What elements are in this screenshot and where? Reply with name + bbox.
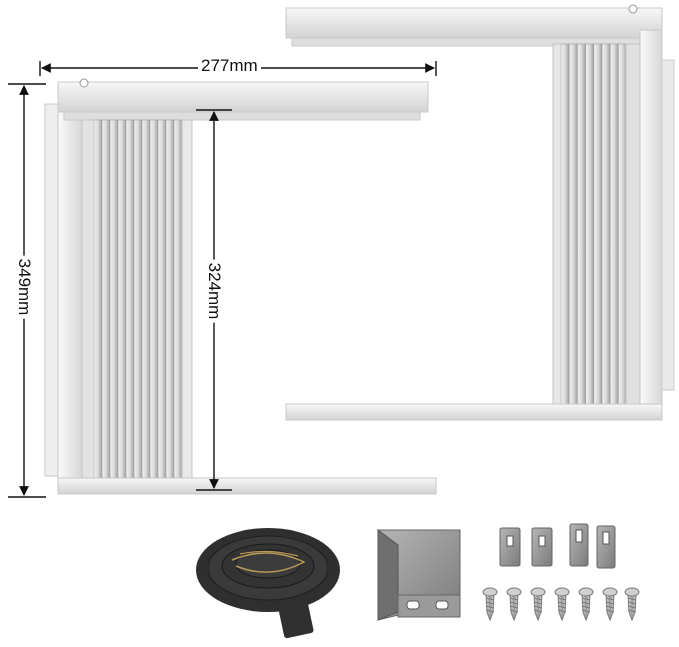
right-side-frame xyxy=(639,29,663,407)
pleat xyxy=(101,119,111,481)
pleat xyxy=(577,43,586,409)
pleat xyxy=(609,43,619,409)
screw-icon xyxy=(482,587,498,622)
pleat xyxy=(593,43,603,409)
inner-height-dimension-label: 324mm xyxy=(205,259,224,323)
left-top-rail xyxy=(57,81,429,113)
foam-seal-icon xyxy=(196,528,340,639)
right-top-rail xyxy=(285,7,663,39)
left-side-frame xyxy=(57,99,83,493)
pleat xyxy=(585,43,595,409)
right-bottom-rail xyxy=(285,403,663,421)
screw-icon xyxy=(624,587,640,622)
screw-icon xyxy=(506,587,522,622)
pleat xyxy=(173,119,183,481)
screw-icon xyxy=(554,587,570,622)
pleat xyxy=(109,119,119,481)
pleat xyxy=(125,119,135,481)
screw-icon xyxy=(602,587,618,622)
screw-icon xyxy=(530,587,546,622)
pleat xyxy=(560,43,570,409)
right-pleated-curtain xyxy=(560,43,627,409)
right-window-panel xyxy=(285,4,675,421)
pleat xyxy=(141,119,151,481)
clip-2 xyxy=(531,527,553,567)
clip-1 xyxy=(499,527,521,567)
pleat xyxy=(93,119,103,481)
pleat xyxy=(157,119,167,481)
pleat xyxy=(568,43,578,409)
clip-3 xyxy=(569,523,589,567)
clip-4 xyxy=(596,525,616,569)
pleat xyxy=(165,119,175,481)
screw-icon xyxy=(578,587,594,622)
bracket-icon xyxy=(377,529,461,621)
left-window-panel xyxy=(44,78,437,495)
outer-height-dimension-label: 349mm xyxy=(15,255,34,319)
pleat xyxy=(601,43,611,409)
pleat xyxy=(149,119,159,481)
clip-set xyxy=(499,523,616,569)
width-dimension-label: 277mm xyxy=(198,57,261,75)
pleat xyxy=(133,119,143,481)
pleat xyxy=(618,43,627,409)
screw-set xyxy=(482,587,640,622)
left-pleated-curtain xyxy=(93,119,183,481)
left-bottom-rail xyxy=(57,477,437,495)
pleat xyxy=(117,119,127,481)
